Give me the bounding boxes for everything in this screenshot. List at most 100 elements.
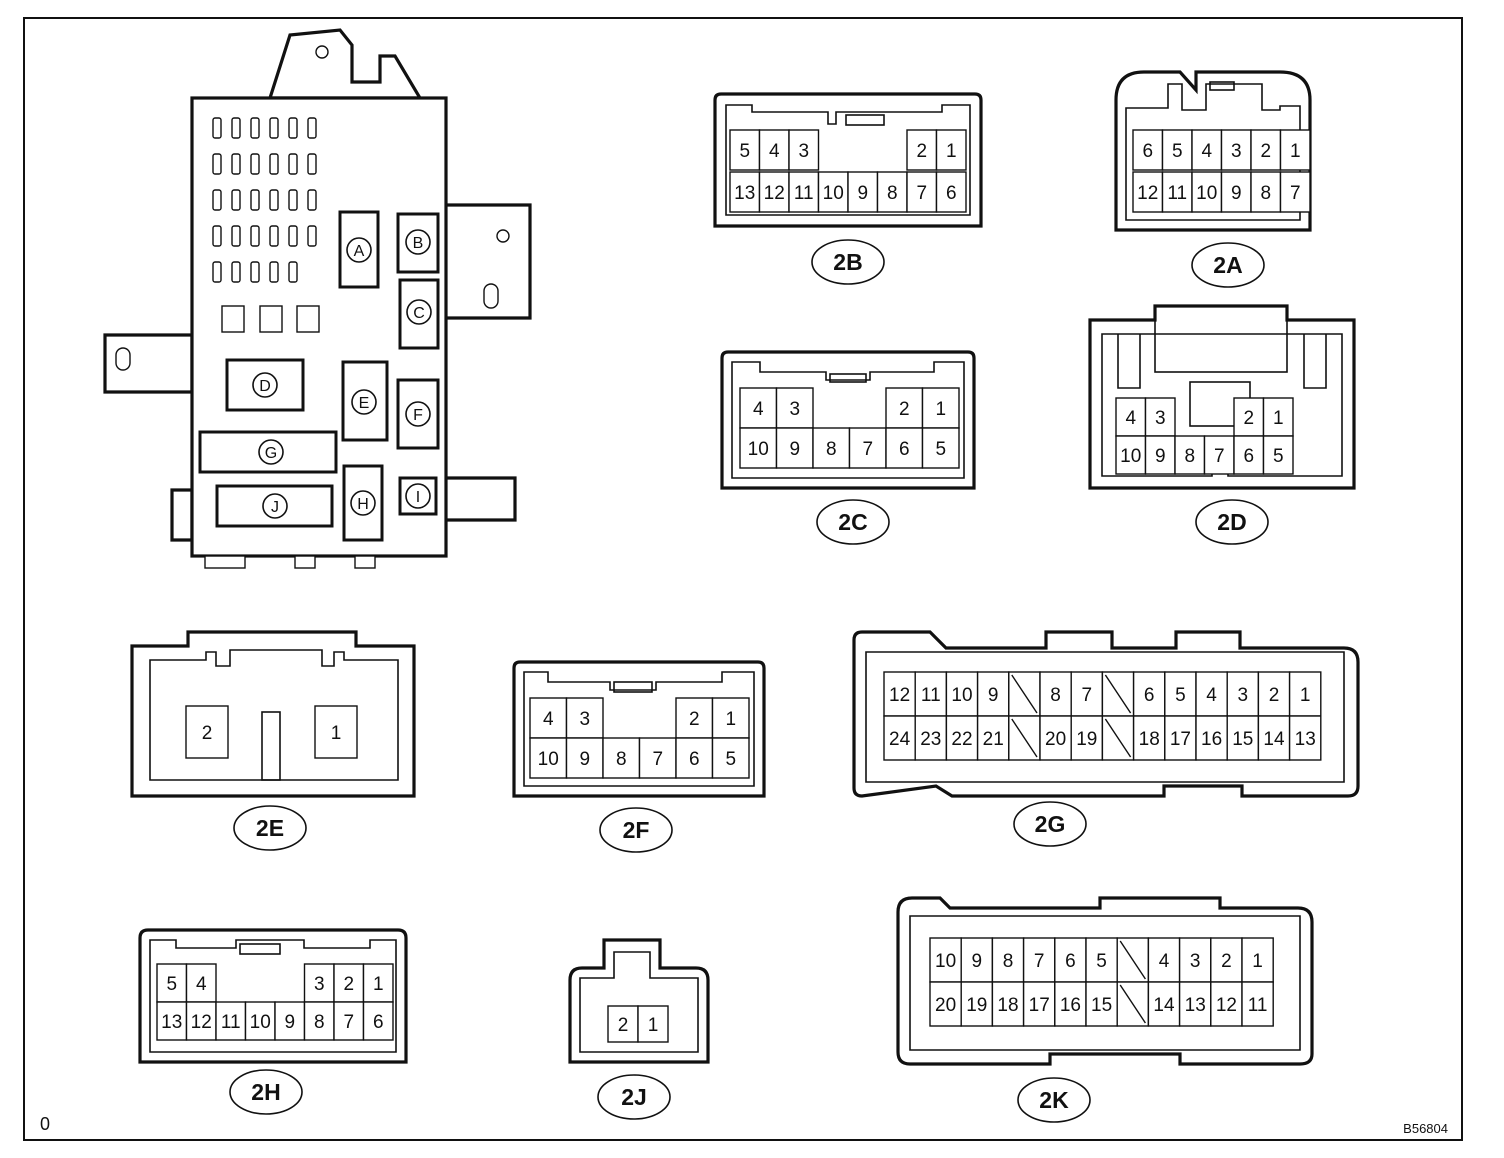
- pin-cell: 2: [1257, 671, 1291, 717]
- pin-cell: 20: [929, 981, 962, 1027]
- connector-id: 2B: [833, 249, 862, 275]
- jb-foot: [294, 555, 316, 569]
- connector-2d-guide: [1303, 334, 1327, 389]
- fuse-slot: [307, 225, 317, 247]
- fuse-slot: [212, 189, 222, 211]
- pin-number: 7: [916, 183, 927, 204]
- pin-number: 3: [1238, 685, 1249, 706]
- pin-cell: 13: [156, 1001, 188, 1041]
- pin-cell: 8: [1250, 171, 1282, 213]
- pin-cell: 8: [303, 1001, 335, 1041]
- pin-number: 3: [798, 141, 809, 162]
- label-ellipse: [1195, 499, 1269, 545]
- pin-cell: 1: [1279, 129, 1311, 171]
- pin-cell: 6: [885, 427, 924, 469]
- pin-number: 11: [221, 1012, 241, 1033]
- pin-number: 13: [161, 1012, 182, 1033]
- connector-2d-lock: [1154, 305, 1288, 373]
- pin-number: 9: [1231, 183, 1242, 204]
- pin-number: 2: [343, 974, 354, 995]
- connector-2f-label: 2F: [599, 807, 673, 853]
- pin-cell: 5: [1164, 671, 1197, 717]
- jb-slot-e: E: [341, 360, 389, 442]
- pin-number: 24: [889, 729, 911, 750]
- pin-number: 1: [725, 709, 736, 730]
- jb-slot-c: C: [398, 278, 440, 350]
- fuse-slot: [231, 261, 241, 283]
- pin-number: 4: [196, 974, 207, 995]
- pin-number: 7: [1082, 685, 1093, 706]
- pin-cell: 10: [1191, 171, 1223, 213]
- fuse-slot: [212, 117, 222, 139]
- pin-cell: 5: [1085, 937, 1118, 983]
- pin-cell: 16: [1195, 715, 1228, 761]
- connector-id: 2H: [251, 1079, 280, 1105]
- pin-number: 5: [935, 439, 946, 460]
- pin-cell: 11: [1241, 981, 1274, 1027]
- pin-number: 10: [951, 685, 972, 706]
- pin-number: 10: [250, 1012, 271, 1033]
- pin-cell: 9: [960, 937, 994, 983]
- jb-left-slot: [115, 347, 131, 371]
- pin-cell: 9: [565, 737, 604, 779]
- pin-number: 3: [1231, 141, 1242, 162]
- pin-number: 12: [1137, 183, 1158, 204]
- fuse-slot: [250, 261, 260, 283]
- pin-cell: 6: [675, 737, 714, 779]
- pin-number: 9: [579, 749, 590, 770]
- label-ellipse: [229, 1069, 303, 1115]
- pin-number: 10: [1196, 183, 1217, 204]
- pin-cell: 3: [775, 387, 814, 429]
- pin-number: 2: [916, 141, 927, 162]
- pin-number: 18: [997, 995, 1018, 1016]
- pin-cell: 4: [758, 129, 790, 171]
- pin-cell: 11: [788, 171, 820, 213]
- pin-cell: 3: [565, 697, 604, 739]
- label-ellipse: [816, 499, 890, 545]
- fuse-slot: [231, 189, 241, 211]
- pin-number: 10: [748, 439, 769, 460]
- pin-cell: 5: [156, 963, 188, 1003]
- pin-cell: 3: [1226, 671, 1260, 717]
- pin-number: 13: [1295, 729, 1316, 750]
- pin-number: 1: [1290, 141, 1301, 162]
- pin-number: 6: [1142, 141, 1153, 162]
- jb-slot-i-tag: [405, 483, 431, 509]
- label-ellipse: [1191, 242, 1265, 288]
- pin-number: 1: [946, 141, 957, 162]
- pin-cell: 10: [1115, 435, 1147, 475]
- pin-cell: 12: [883, 671, 916, 717]
- connector-2e-divider: [261, 711, 281, 781]
- fuse-slot: [288, 189, 298, 211]
- pin-cell: 8: [1039, 671, 1072, 717]
- pin-number: 2: [202, 723, 213, 744]
- label-ellipse: [599, 807, 673, 853]
- pin-cell: 4: [1147, 937, 1181, 983]
- relay-slot: [221, 305, 245, 333]
- pin-number: 9: [1155, 446, 1166, 467]
- pin-number: 6: [946, 183, 957, 204]
- pin-number: 4: [1125, 408, 1136, 429]
- pin-cell: 3: [788, 129, 820, 171]
- fuse-slot: [231, 117, 241, 139]
- pin-cell: 6: [935, 171, 967, 213]
- blocked-cell: [1101, 715, 1135, 761]
- connector-2a-latch: [1209, 81, 1235, 91]
- pin-number: 2: [899, 399, 910, 420]
- pin-number: 18: [1139, 729, 1160, 750]
- label-ellipse: [1013, 801, 1087, 847]
- jb-slot-i: I: [398, 476, 438, 516]
- pin-cell: 12: [185, 1001, 217, 1041]
- connector-id: 2G: [1035, 811, 1066, 837]
- pin-number: 4: [753, 399, 764, 420]
- jb-slot-j-tag: [262, 493, 288, 519]
- junction-block: A B C D E F G: [103, 28, 532, 569]
- pin-cell: 6: [1233, 435, 1265, 475]
- jb-lower-tab: [443, 476, 517, 522]
- pin-number: 8: [1050, 685, 1061, 706]
- diagram-frame: [23, 17, 1463, 1141]
- pin-number: 1: [1300, 685, 1311, 706]
- connector-2f-latch: [613, 681, 653, 693]
